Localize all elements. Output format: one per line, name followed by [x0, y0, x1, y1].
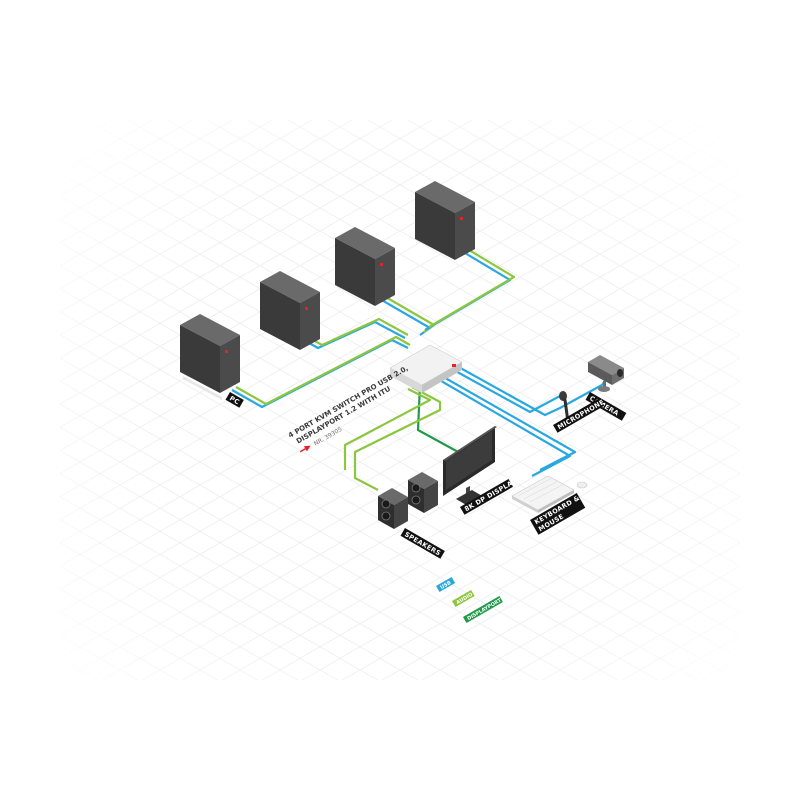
display-device [443, 426, 497, 506]
speaker-left [378, 488, 408, 529]
cable-mic-usb [449, 367, 561, 414]
cable-pc4-dp [428, 246, 516, 328]
cable-keyboard-usb [439, 374, 577, 471]
arrow-icon [303, 445, 311, 452]
speaker-right [408, 472, 438, 513]
pc-tower-3 [335, 227, 395, 306]
pc-tower-4 [415, 181, 475, 260]
camera-device [588, 355, 624, 392]
label-pc: PC [225, 392, 244, 408]
cable-speakers-audio2 [343, 388, 432, 470]
cable-speakers-audio [353, 386, 442, 491]
kvm-switch [389, 344, 463, 393]
cable-pc1-dp [235, 335, 411, 406]
svg-text:PC: PC [228, 394, 241, 406]
legend-usb: USB [436, 577, 456, 593]
keyboard-mouse-device [511, 475, 588, 513]
pc-tower-1 [180, 314, 240, 400]
pc-tower-2 [260, 271, 320, 350]
cable-keyboard-usb2 [435, 377, 572, 477]
cable-display-dp [416, 384, 461, 454]
svg-text:USB: USB [439, 580, 452, 591]
